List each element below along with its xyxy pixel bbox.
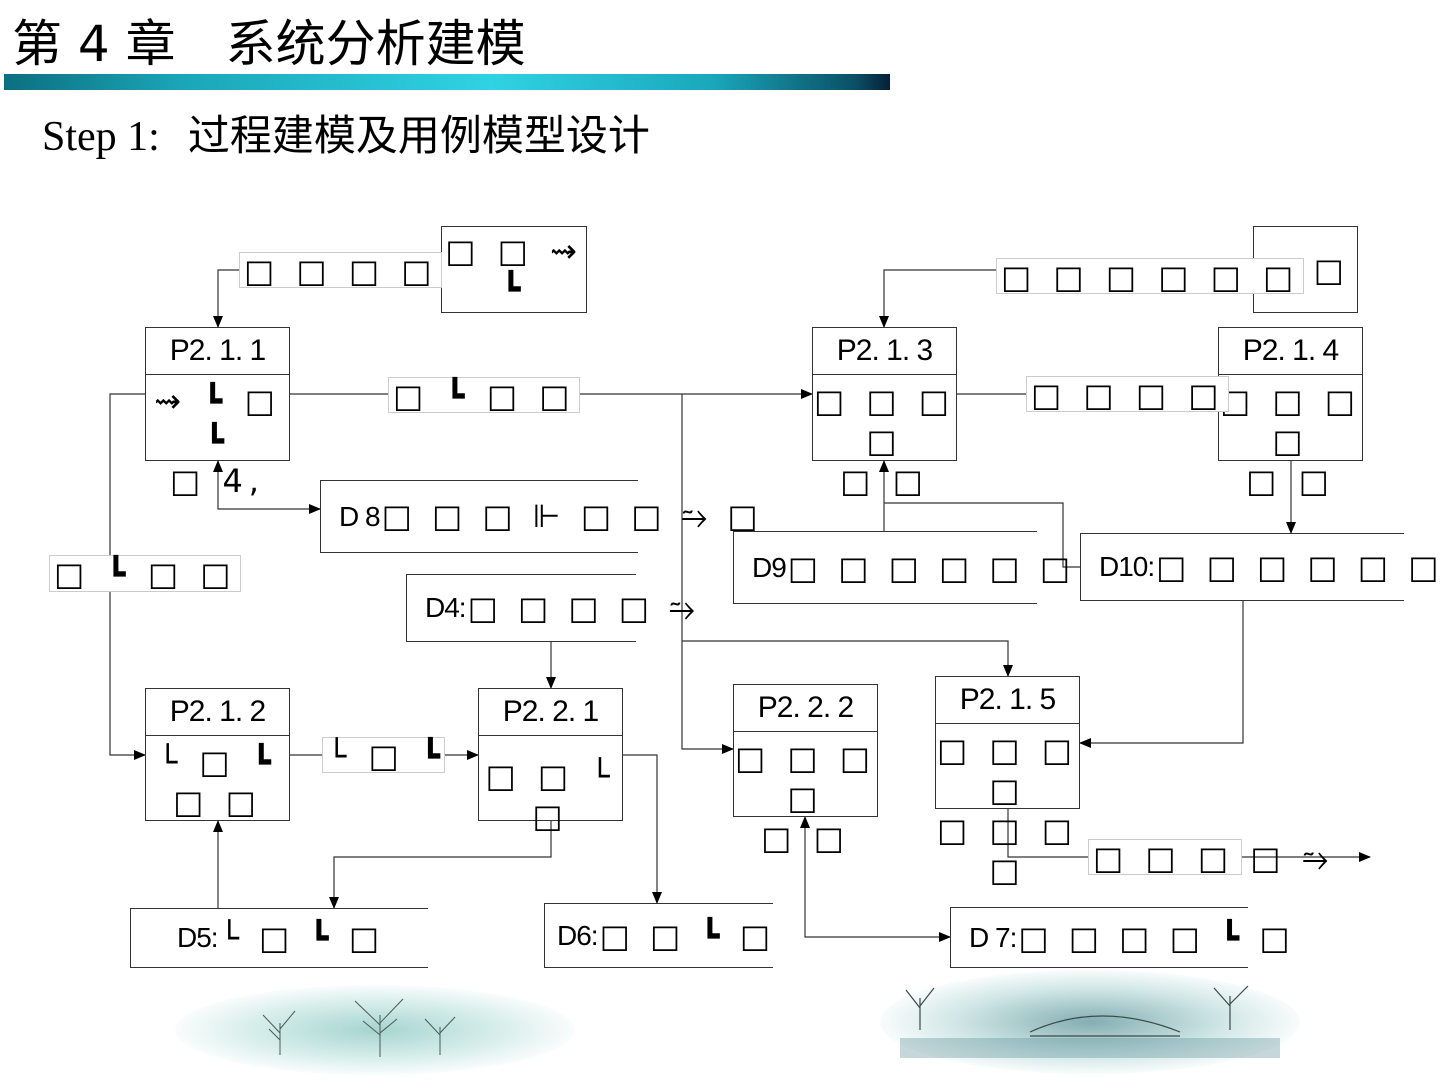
data-store-d5: D5:└ □ ┗ □ bbox=[130, 908, 428, 968]
store-label: □ □ □ □ ⥲ bbox=[467, 588, 700, 627]
flow-label-p215-output: □ □ □ □ ⥲ bbox=[1088, 839, 1328, 876]
process-id: P2. 2. 1 bbox=[479, 689, 622, 736]
process-id: P2. 1. 4 bbox=[1219, 328, 1362, 375]
data-store-d4: D4:□ □ □ □ ⥲ bbox=[406, 574, 695, 642]
line-p222-d7 bbox=[800, 816, 951, 942]
line-d10-to-p215 bbox=[1079, 601, 1244, 748]
process-p215: P2. 1. 5 □ □ □ □ □ □ □ □ bbox=[935, 676, 1080, 889]
process-name: ⇝ ┗ □ ┗ □ 4, bbox=[154, 382, 281, 500]
data-store-d10: D10:□ □ □ □ □ □ ⥲ bbox=[1080, 533, 1440, 601]
line-p221-to-d5 bbox=[329, 821, 552, 909]
title-underline-bar bbox=[4, 74, 890, 90]
store-label: □ □ □ □ ┗ □ bbox=[1018, 918, 1295, 957]
store-label: □ □ □ □ □ □ ⥲ bbox=[1156, 547, 1440, 586]
data-store-d7: D 7:□ □ □ □ ┗ □ bbox=[950, 907, 1290, 968]
process-name: □ □ □ □ □ □ bbox=[734, 739, 877, 857]
store-id: D 7: bbox=[969, 921, 1017, 953]
flow-label-p213-to-p214: □ □ □ □ bbox=[1026, 376, 1230, 413]
line-p215-output bbox=[1007, 809, 1371, 862]
flow-label-ext-to-p211: □ □ □ □ bbox=[239, 252, 443, 289]
process-id: P2. 1. 1 bbox=[146, 328, 289, 375]
process-p222: P2. 2. 2 □ □ □ □ □ □ bbox=[733, 684, 878, 857]
page-title: 第 4 章 系统分析建模 bbox=[12, 15, 526, 73]
process-name: □ □ └ □ bbox=[485, 757, 616, 835]
subtitle-text: 过程建模及用例模型设计 bbox=[187, 111, 650, 160]
process-id: P2. 1. 3 bbox=[813, 328, 956, 375]
flow-label-ext-to-p213: □ □ □ □ □ □ bbox=[996, 258, 1305, 295]
process-name: □ □ □ □ □ □ bbox=[1219, 382, 1362, 500]
store-label: □ □ □ □ □ □ □ bbox=[787, 548, 1126, 587]
line-p221-to-d6 bbox=[623, 754, 662, 904]
line-p211-d8 bbox=[213, 460, 321, 514]
subtitle-step: Step 1: bbox=[42, 114, 160, 160]
store-label: □ □ ┗ □ bbox=[599, 916, 776, 955]
store-label: └ □ ┗ □ bbox=[219, 919, 385, 957]
store-label: □ □ □ ⊩ □ □ ⥲ □ bbox=[381, 497, 763, 535]
line-trunk-to-p215 bbox=[682, 640, 1013, 677]
process-p212: P2. 1. 2 └ □ ┗ □ □ bbox=[145, 688, 290, 821]
store-id: D6: bbox=[557, 919, 599, 951]
store-id: D10: bbox=[1099, 551, 1155, 582]
process-p213: P2. 1. 3 □ □ □ □ □ □ bbox=[812, 327, 957, 500]
data-store-d9: D9□ □ □ □ □ □ □ bbox=[733, 531, 1120, 604]
trees-icon bbox=[262, 998, 456, 1057]
flow-label-p211-to-p212: □ ┗ □ □ bbox=[49, 555, 242, 592]
store-id: D 8 bbox=[339, 500, 381, 532]
process-p211: P2. 1. 1 ⇝ ┗ □ ┗ □ 4, bbox=[145, 327, 290, 500]
data-store-d6: D6:□ □ ┗ □ bbox=[544, 903, 773, 968]
process-id: P2. 1. 2 bbox=[146, 689, 289, 736]
store-id: D5: bbox=[177, 922, 219, 953]
decorative-bridge-image bbox=[880, 970, 1300, 1074]
bridge-icon bbox=[900, 985, 1280, 1058]
page-subtitle: Step 1: 过程建模及用例模型设计 bbox=[42, 106, 650, 167]
store-id: D4: bbox=[425, 592, 467, 623]
process-id: P2. 2. 2 bbox=[734, 685, 877, 732]
line-d10-to-p213 bbox=[884, 502, 1080, 568]
external-entity-top-left: □ □ ⇝ ┗ bbox=[441, 226, 587, 313]
line-trunk-to-p222 bbox=[681, 394, 734, 754]
decorative-trees-image bbox=[175, 985, 575, 1075]
flow-label-p212-to-p221: └ □ ┗ bbox=[322, 737, 445, 774]
process-name: □ □ □ □ □ □ bbox=[813, 382, 956, 500]
process-p221: P2. 2. 1 □ □ └ □ bbox=[478, 688, 623, 835]
process-id: P2. 1. 5 bbox=[936, 677, 1079, 724]
process-name: └ □ ┗ □ □ bbox=[157, 743, 278, 821]
process-p214: P2. 1. 4 □ □ □ □ □ □ bbox=[1218, 327, 1363, 500]
process-name: □ □ □ □ □ □ □ □ bbox=[936, 731, 1079, 889]
flow-label-p211-to-p213: □ ┗ □ □ bbox=[388, 377, 581, 414]
store-id: D9 bbox=[752, 551, 787, 583]
data-store-d8: D 8□ □ □ ⊩ □ □ ⥲ □ bbox=[320, 480, 758, 553]
